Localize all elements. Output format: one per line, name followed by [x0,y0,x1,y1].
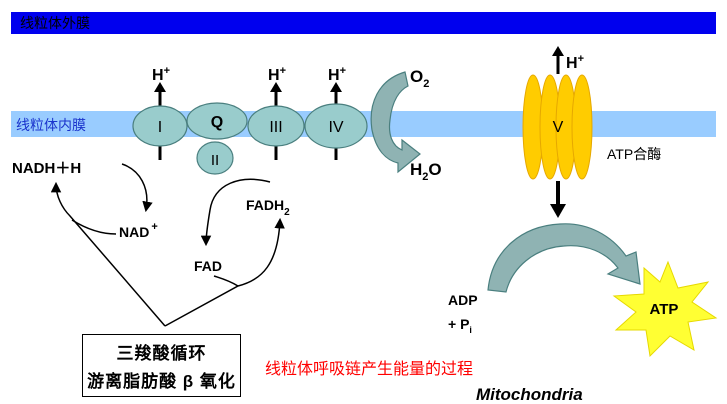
tca-to-fad-link [213,275,239,287]
complex-v-label: V [553,119,564,136]
fadh2-oxidation-arrow [200,178,271,247]
complex-i-ellipse [132,105,188,147]
adp-label: ADP [448,292,478,308]
nad-plus-label: NAD+ [119,221,158,240]
proton-label-iii: H+ [268,65,286,84]
fadh2-label: FADH2 [246,197,290,218]
proton-arrowhead-i [154,82,166,92]
proton-label-i: H+ [152,65,170,84]
q-label: Q [211,114,223,131]
proton-label-v: H+ [566,53,584,72]
atp-synthase [522,74,593,180]
o2-label: O2 [410,67,429,90]
q-ellipse [186,102,248,140]
complex-iv-ellipse [304,103,368,149]
atp-star [612,260,718,358]
complex-iii-label: III [269,119,282,136]
complex-iv-label: IV [328,119,343,136]
tca-to-fadh2-arrow [164,217,285,327]
tca-to-nad-link [71,219,117,235]
outer-membrane-label: 线粒体外膜 [20,15,90,31]
complex-i-label: I [158,119,162,136]
proton-label-iv: H+ [328,65,346,84]
atp-label: ATP [650,301,679,318]
tca-to-nadh-arrow [50,181,166,327]
outer-membrane-bar [11,12,716,34]
atp-synthesis-arrow [487,223,641,293]
tca-cycle-box: 三羧酸循环 游离脂肪酸 β 氧化 [82,334,241,397]
atp-synthase-label: ATP合酶 [607,146,661,162]
h2o-label: H2O [410,160,442,183]
fad-label: FAD [194,258,222,274]
synthase-down-arrowhead [550,204,566,218]
nadh-oxidation-arrow [121,163,153,213]
oxygen-reduction-arrow [370,71,421,174]
nadh-label: NADH＋H [12,160,81,177]
complex-ii-label: II [211,152,219,169]
tca-cycle-label: 三羧酸循环 [116,344,207,363]
proton-arrowhead-iv [330,82,342,92]
inner-membrane-label: 线粒体内膜 [16,117,86,133]
proton-arrowhead-v [552,46,564,56]
fatty-acid-oxidation-label: 游离脂肪酸 β 氧化 [87,372,236,391]
pi-label: + Pi [448,316,472,335]
complex-ii-ellipse [196,141,234,175]
proton-arrowhead-iii [270,82,282,92]
caption-text: 线粒体呼吸链产生能量的过程 [265,360,473,378]
mitochondria-label: Mitochondria [476,385,583,404]
complex-iii-ellipse [247,105,305,147]
